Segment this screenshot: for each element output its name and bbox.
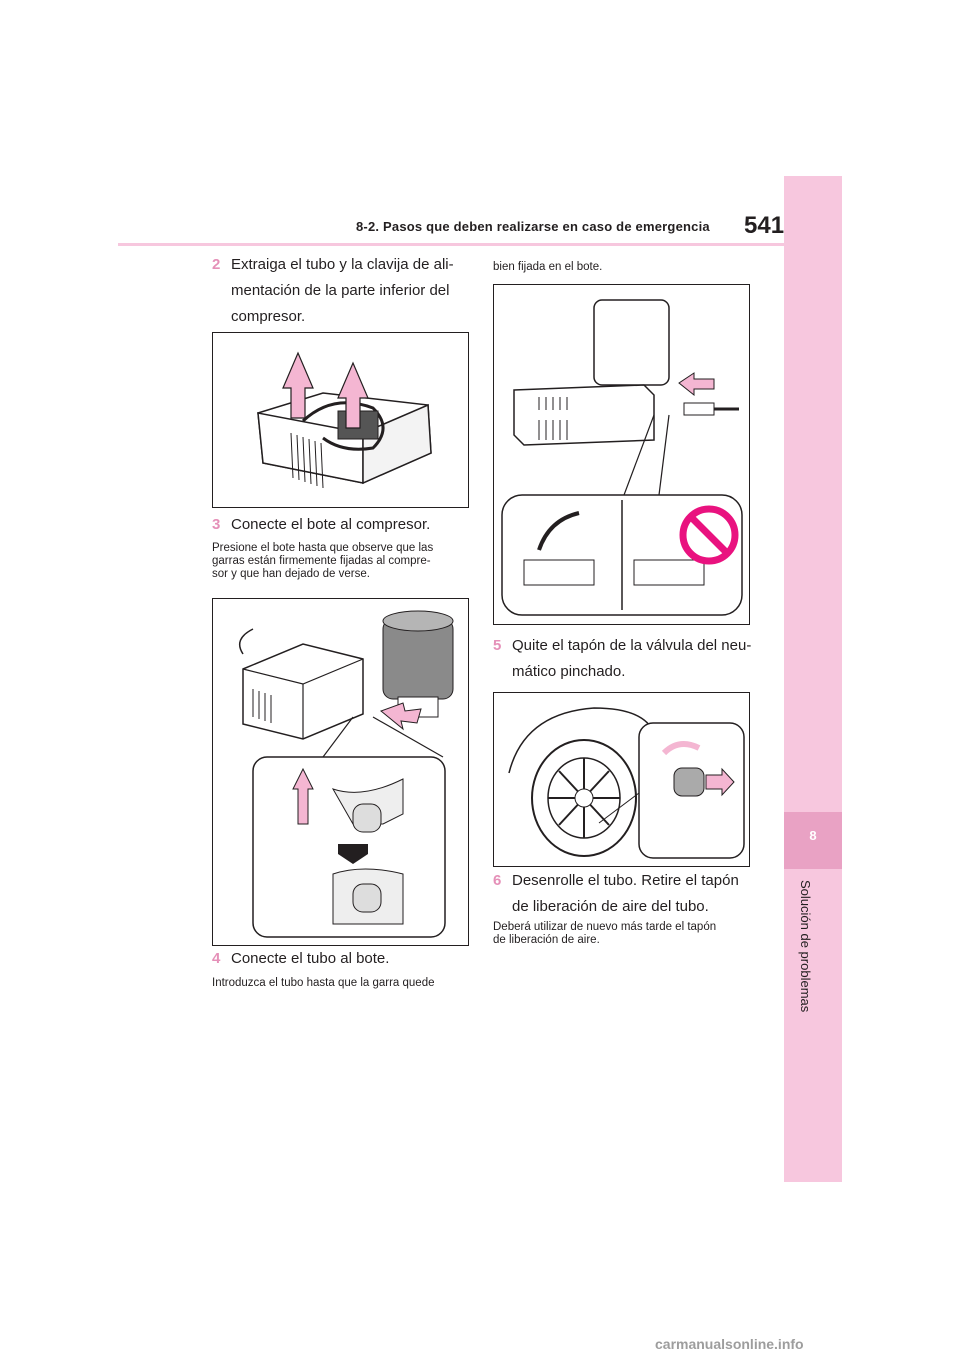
step-text-line: mático pinchado. <box>512 663 626 680</box>
step-3-note: Presione el bote hasta que observe que l… <box>212 542 472 581</box>
note-line: bien fijada en el bote. <box>493 261 603 273</box>
figure-valve-cap <box>493 692 750 867</box>
step-text-line: Conecte el tubo al bote. <box>231 950 390 967</box>
chapter-number: 8 <box>809 828 817 843</box>
step-4-note-part1: Introduzca el tubo hasta que la garra qu… <box>212 977 482 990</box>
bottle-compressor-illustration <box>238 610 454 938</box>
step-number: 2 <box>212 256 221 273</box>
figure-connect-bottle <box>212 598 469 946</box>
step-6-note: Deberá utilizar de nuevo más tarde el ta… <box>493 921 753 947</box>
note-line: Deberá utilizar de nuevo más tarde el ta… <box>493 921 717 933</box>
note-line: Presione el bote hasta que observe que l… <box>212 542 434 554</box>
figure-compressor-hose-removal <box>212 332 469 508</box>
chapter-side-tab <box>784 176 842 1182</box>
step-text-line: mentación de la parte inferior del <box>231 282 450 299</box>
step-text-line: Quite el tapón de la válvula del neu- <box>512 637 752 654</box>
step-4: 4 Conecte el tubo al bote. <box>212 946 472 972</box>
step-number: 4 <box>212 950 221 967</box>
step-text-line: Desenrolle el tubo. Retire el tapón <box>512 872 739 889</box>
page-number: 541 <box>744 212 785 239</box>
step-number: 3 <box>212 516 221 533</box>
step-text-line: compresor. <box>231 308 306 325</box>
header-divider <box>118 243 784 246</box>
step-text-line: Extraiga el tubo y la clavija de ali- <box>231 256 454 273</box>
step-number: 6 <box>493 872 502 889</box>
step-number: 5 <box>493 637 502 654</box>
chapter-number-box <box>784 812 842 869</box>
step-2: 2 Extraiga el tubo y la clavija de ali- m… <box>212 252 472 330</box>
note-line: de liberación de aire. <box>493 934 600 946</box>
step-4-note-part2: bien fijada en el bote. <box>493 261 753 274</box>
step-text-line: de liberación de aire del tubo. <box>512 898 709 915</box>
step-5: 5 Quite el tapón de la válvula del neu- m… <box>493 633 753 685</box>
note-line: sor y que han dejado de verse. <box>212 568 370 580</box>
compressor-illustration <box>257 351 432 489</box>
step-6: 6 Desenrolle el tubo. Retire el tapón de … <box>493 868 753 920</box>
step-text-line: Conecte el bote al compresor. <box>231 516 431 533</box>
hose-bottle-illustration <box>501 299 743 616</box>
step-3: 3 Conecte el bote al compresor. <box>212 512 472 538</box>
chapter-title: Solución de problemas <box>798 880 813 1013</box>
tire-valve-illustration <box>508 707 745 859</box>
watermark: carmanualsonline.info <box>655 1336 804 1352</box>
note-line: Introduzca el tubo hasta que la garra qu… <box>212 977 435 989</box>
figure-connect-hose <box>493 284 750 625</box>
note-line: garras están firmemente fijadas al compr… <box>212 555 431 567</box>
section-title: 8-2. Pasos que deben realizarse en caso … <box>356 219 710 234</box>
